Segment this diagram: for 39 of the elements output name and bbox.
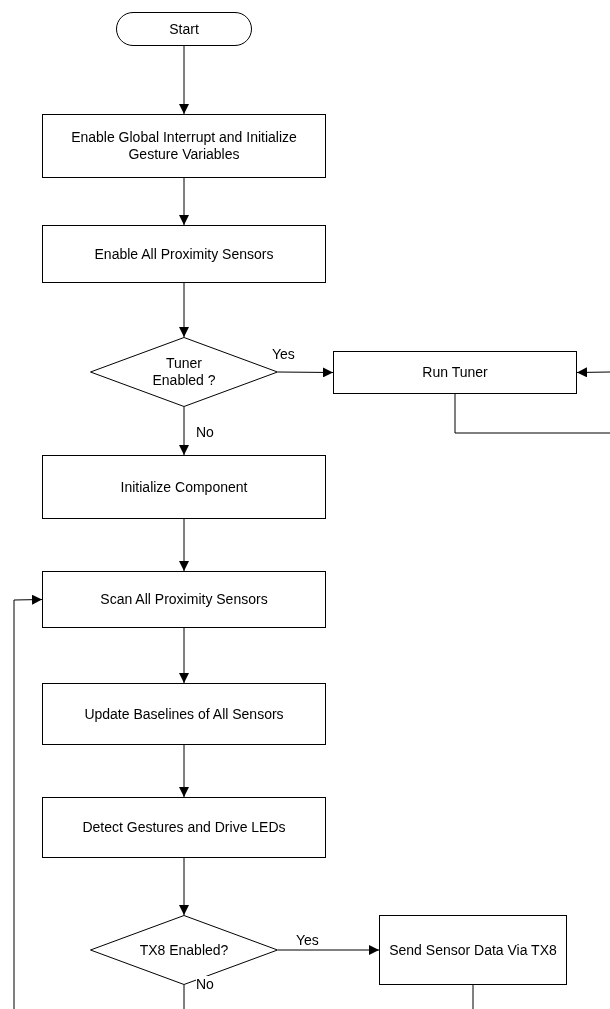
edge-label: Yes	[272, 346, 295, 362]
arrow	[179, 857, 189, 916]
process-box	[42, 225, 326, 283]
node-label: Tuner Enabled ?	[151, 355, 217, 389]
arrow	[179, 744, 189, 798]
arrow	[179, 627, 189, 684]
terminal-shape	[116, 12, 252, 46]
process-box	[42, 683, 326, 745]
connector-line	[183, 984, 185, 1009]
node-label: Initialize Component	[120, 478, 248, 496]
arrow	[277, 367, 334, 378]
arrow	[576, 367, 610, 378]
process-box	[42, 571, 326, 628]
node-label: Scan All Proximity Sensors	[100, 591, 268, 608]
edge-label: No	[196, 976, 214, 992]
connector-line	[454, 393, 610, 434]
edge-label: Yes	[296, 932, 319, 948]
arrow	[277, 945, 380, 955]
node-label: Update Baselines of All Sensors	[84, 705, 284, 723]
process-box	[42, 455, 326, 519]
process-box	[42, 797, 326, 858]
arrow	[179, 406, 189, 456]
node-label: Start	[169, 20, 199, 38]
node-label: Detect Gestures and Drive LEDs	[82, 819, 286, 836]
edge-label: No	[196, 424, 214, 440]
node-label: Run Tuner	[422, 364, 488, 381]
node-label: TX8 Enabled?	[139, 941, 229, 959]
node-label: Enable All Proximity Sensors	[94, 245, 274, 263]
process-box	[379, 915, 567, 985]
connector-line	[472, 984, 474, 1009]
arrow	[179, 45, 189, 115]
arrow	[179, 282, 189, 338]
arrow	[13, 594, 43, 1009]
arrow	[179, 177, 189, 226]
node-label: Send Sensor Data Via TX8	[389, 941, 557, 959]
node-label: Enable Global Interrupt and Initialize Gesture Variables	[70, 129, 298, 163]
arrow	[179, 518, 189, 572]
process-box	[42, 114, 326, 178]
process-box	[333, 351, 577, 394]
